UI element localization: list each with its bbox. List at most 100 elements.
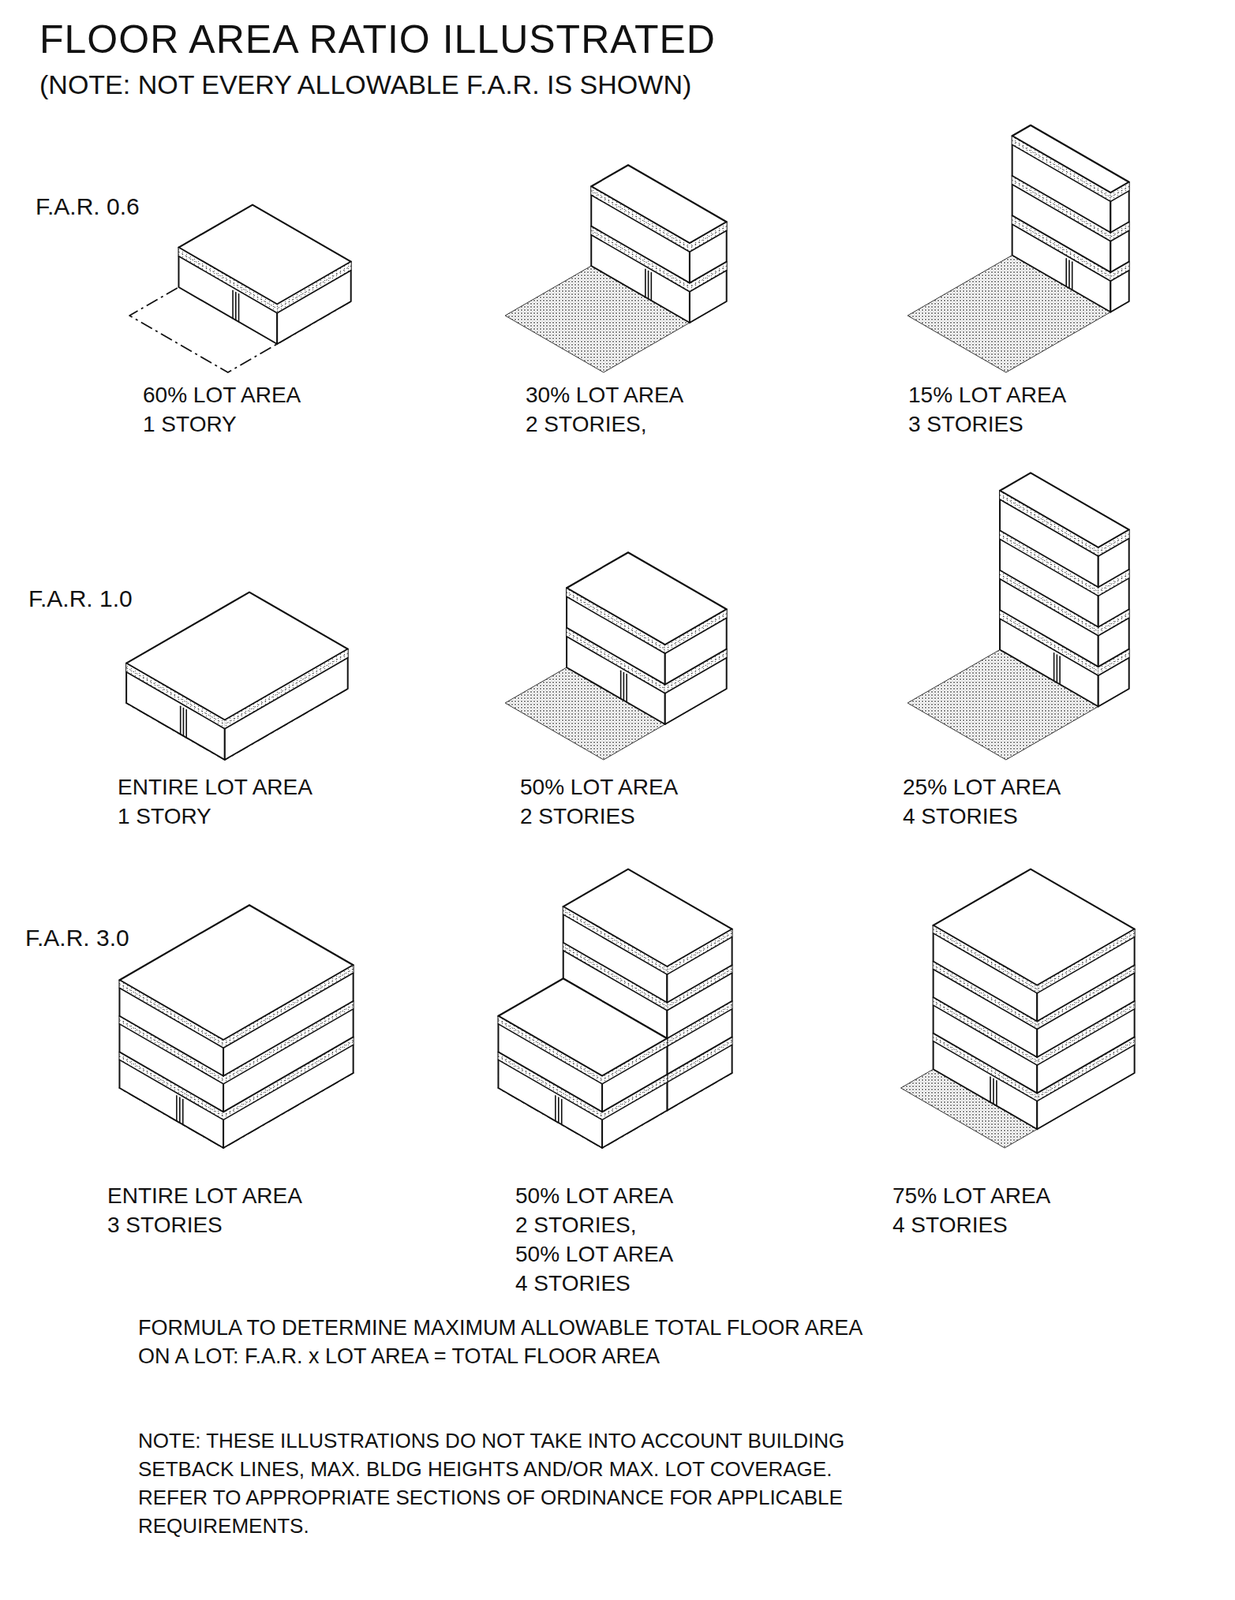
label-slot: ENTIRE LOT AREA bbox=[107, 1183, 303, 1209]
floor-line bbox=[666, 1009, 732, 1048]
floor-line bbox=[666, 937, 732, 976]
caption: 50% LOT AREA bbox=[515, 1242, 674, 1268]
label-slot: ENTIRE LOT AREA bbox=[117, 774, 313, 801]
floor-line bbox=[497, 1024, 603, 1085]
door bbox=[620, 670, 622, 699]
floor-band bbox=[178, 248, 277, 314]
floor-dots bbox=[999, 494, 1099, 552]
floor-band bbox=[689, 222, 727, 252]
label-slot: 4 STORIES bbox=[515, 1271, 631, 1297]
label-slot: F.A.R. 0.6 bbox=[35, 193, 140, 221]
label-slot: 2 STORIES, bbox=[515, 1212, 637, 1239]
label-slot: SETBACK LINES, MAX. BLDG HEIGHTS AND/OR … bbox=[138, 1458, 832, 1482]
floor-dots bbox=[933, 929, 1038, 990]
floor-band bbox=[666, 1037, 732, 1083]
floor-line bbox=[1036, 1036, 1134, 1093]
door bbox=[644, 269, 647, 297]
floor-dots bbox=[497, 1055, 603, 1116]
label-slot: 3 STORIES bbox=[107, 1212, 223, 1239]
floor-band bbox=[666, 1002, 732, 1048]
caption: 3 STORIES bbox=[107, 1212, 223, 1239]
floor-dots bbox=[566, 592, 666, 650]
floor-line bbox=[933, 961, 1038, 1022]
floor-dots bbox=[223, 1040, 354, 1116]
floor-line bbox=[1098, 569, 1130, 588]
floor-band bbox=[1098, 650, 1130, 677]
floor-dots bbox=[1098, 653, 1130, 672]
label-slot: ON A LOT: F.A.R. x LOT AREA = TOTAL FLOO… bbox=[138, 1344, 660, 1370]
floor-band bbox=[602, 1039, 667, 1085]
caption: 3 STORIES bbox=[908, 411, 1024, 438]
floor-line bbox=[119, 988, 224, 1048]
building-block bbox=[119, 905, 353, 1149]
far-example bbox=[900, 869, 1134, 1149]
floor-line bbox=[999, 530, 1099, 588]
floor-line bbox=[666, 1036, 732, 1075]
caption: 4 STORIES bbox=[515, 1271, 631, 1297]
far-example bbox=[505, 552, 727, 760]
caption: ENTIRE LOT AREA bbox=[107, 1183, 303, 1209]
floor-line bbox=[119, 1016, 224, 1077]
floor-band bbox=[223, 965, 354, 1048]
door bbox=[232, 290, 234, 319]
label-slot: 4 STORIES bbox=[902, 804, 1018, 830]
floor-dots bbox=[1098, 573, 1130, 592]
caption: 60% LOT AREA bbox=[142, 382, 301, 408]
floor-dots bbox=[591, 190, 690, 248]
building-block bbox=[178, 205, 351, 345]
floor-line bbox=[1012, 144, 1112, 202]
floor-line bbox=[178, 256, 277, 314]
floor-line bbox=[689, 230, 727, 252]
floor-band bbox=[933, 961, 1038, 1030]
floor-dots bbox=[1036, 933, 1134, 990]
floor-line bbox=[666, 965, 732, 1003]
label-slot: 2 STORIES bbox=[520, 804, 636, 830]
floor-dots bbox=[224, 653, 349, 725]
building-roof bbox=[126, 592, 349, 721]
label-slot: 2 STORIES, bbox=[525, 411, 648, 438]
floor-band bbox=[1110, 183, 1129, 203]
label-slot: REFER TO APPROPRIATE SECTIONS OF ORDINAN… bbox=[138, 1486, 843, 1511]
floor-dots bbox=[223, 1005, 354, 1081]
door bbox=[1071, 261, 1074, 290]
floor-line bbox=[566, 596, 666, 654]
formula: FORMULA TO DETERMINE MAXIMUM ALLOWABLE T… bbox=[138, 1316, 863, 1341]
floor-band bbox=[566, 588, 666, 654]
floor-dots bbox=[1098, 613, 1130, 633]
floor-band bbox=[1098, 610, 1130, 637]
door bbox=[557, 1097, 560, 1123]
floor-line bbox=[933, 933, 1038, 994]
label-slot: 75% LOT AREA bbox=[892, 1183, 1051, 1209]
door bbox=[561, 1099, 563, 1125]
floor-band bbox=[1036, 930, 1134, 994]
label-slot: 1 STORY bbox=[142, 411, 237, 438]
floor-band bbox=[126, 664, 225, 730]
floor-line bbox=[566, 628, 666, 685]
floor-band bbox=[933, 1034, 1038, 1102]
door bbox=[623, 672, 625, 700]
floor-line bbox=[602, 1074, 667, 1113]
floor-dots bbox=[665, 613, 727, 650]
floor-line bbox=[602, 1082, 667, 1121]
floor-band bbox=[224, 650, 349, 730]
building-face bbox=[1110, 182, 1129, 313]
caption: 25% LOT AREA bbox=[902, 774, 1061, 801]
title-slot: FLOOR AREA RATIO ILLUSTRATED bbox=[39, 17, 716, 64]
far-example bbox=[119, 905, 353, 1149]
floor-dots bbox=[119, 1020, 224, 1081]
building-block bbox=[999, 472, 1130, 707]
far-example bbox=[907, 472, 1130, 760]
building-block bbox=[933, 869, 1135, 1131]
door bbox=[995, 1081, 998, 1107]
floor-line bbox=[1110, 230, 1129, 242]
floor-line bbox=[999, 499, 1099, 557]
floor-line bbox=[1098, 658, 1130, 677]
door bbox=[554, 1096, 557, 1122]
floor-line bbox=[224, 658, 349, 730]
floor-line bbox=[933, 1033, 1038, 1094]
label-slot: 50% LOT AREA bbox=[520, 774, 678, 801]
floor-band bbox=[689, 262, 727, 292]
floor-dots bbox=[1110, 186, 1129, 198]
floor-dots bbox=[933, 1037, 1038, 1098]
floor-band bbox=[1036, 1002, 1134, 1066]
